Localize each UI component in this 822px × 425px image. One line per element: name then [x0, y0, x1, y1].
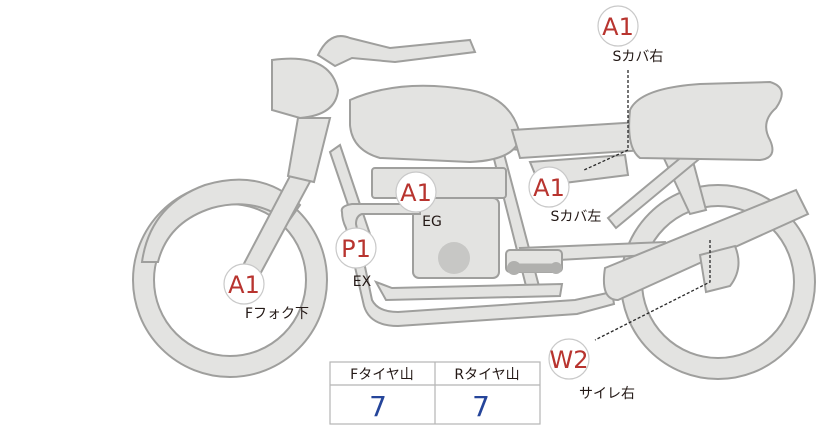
callout-s-cover-right: A1 Sカバ右 [597, 5, 664, 65]
leader-line-s-cover-right [583, 70, 629, 171]
tire-tread-table: Fタイヤ山 Rタイヤ山 7 7 [329, 361, 541, 425]
muffler [602, 188, 810, 302]
rear-tread-header: Rタイヤ山 [454, 367, 519, 383]
grade-label: A1 [400, 179, 432, 207]
grade-label: W2 [550, 346, 589, 374]
part-label: Sカバ左 [551, 209, 602, 225]
part-label: EX [353, 274, 372, 290]
part-label: Sカバ右 [613, 49, 664, 65]
part-label: サイレ右 [579, 386, 635, 402]
part-label: EG [422, 214, 442, 230]
grade-label: A1 [602, 13, 634, 41]
grade-label: A1 [228, 271, 260, 299]
fuel-tank [349, 84, 522, 164]
callout-front-fork: A1 Fフォク下 [223, 263, 309, 322]
side-cover [510, 120, 647, 160]
headlight [271, 57, 340, 120]
exhaust-pipe [340, 203, 616, 328]
front-tread-value: 7 [369, 390, 387, 423]
motorcycle-illustration [132, 35, 816, 380]
leader-line-muffler-right [594, 240, 711, 341]
front-tread-header: Fタイヤ山 [350, 367, 414, 383]
fork-upper [286, 117, 332, 184]
exhaust-lower [373, 280, 564, 302]
grade-label: P1 [341, 235, 371, 263]
leader-lines [583, 70, 711, 341]
callout-engine: A1 EG [395, 171, 442, 230]
rear-tread-value: 7 [472, 390, 490, 423]
callout-muffler-right: W2 サイレ右 [548, 338, 635, 402]
handlebar [316, 35, 477, 68]
grade-label: A1 [533, 174, 565, 202]
callout-exhaust: P1 EX [335, 227, 377, 290]
part-label: Fフォク下 [245, 306, 309, 322]
seat [628, 80, 783, 162]
callout-s-cover-left: A1 Sカバ左 [528, 166, 602, 225]
